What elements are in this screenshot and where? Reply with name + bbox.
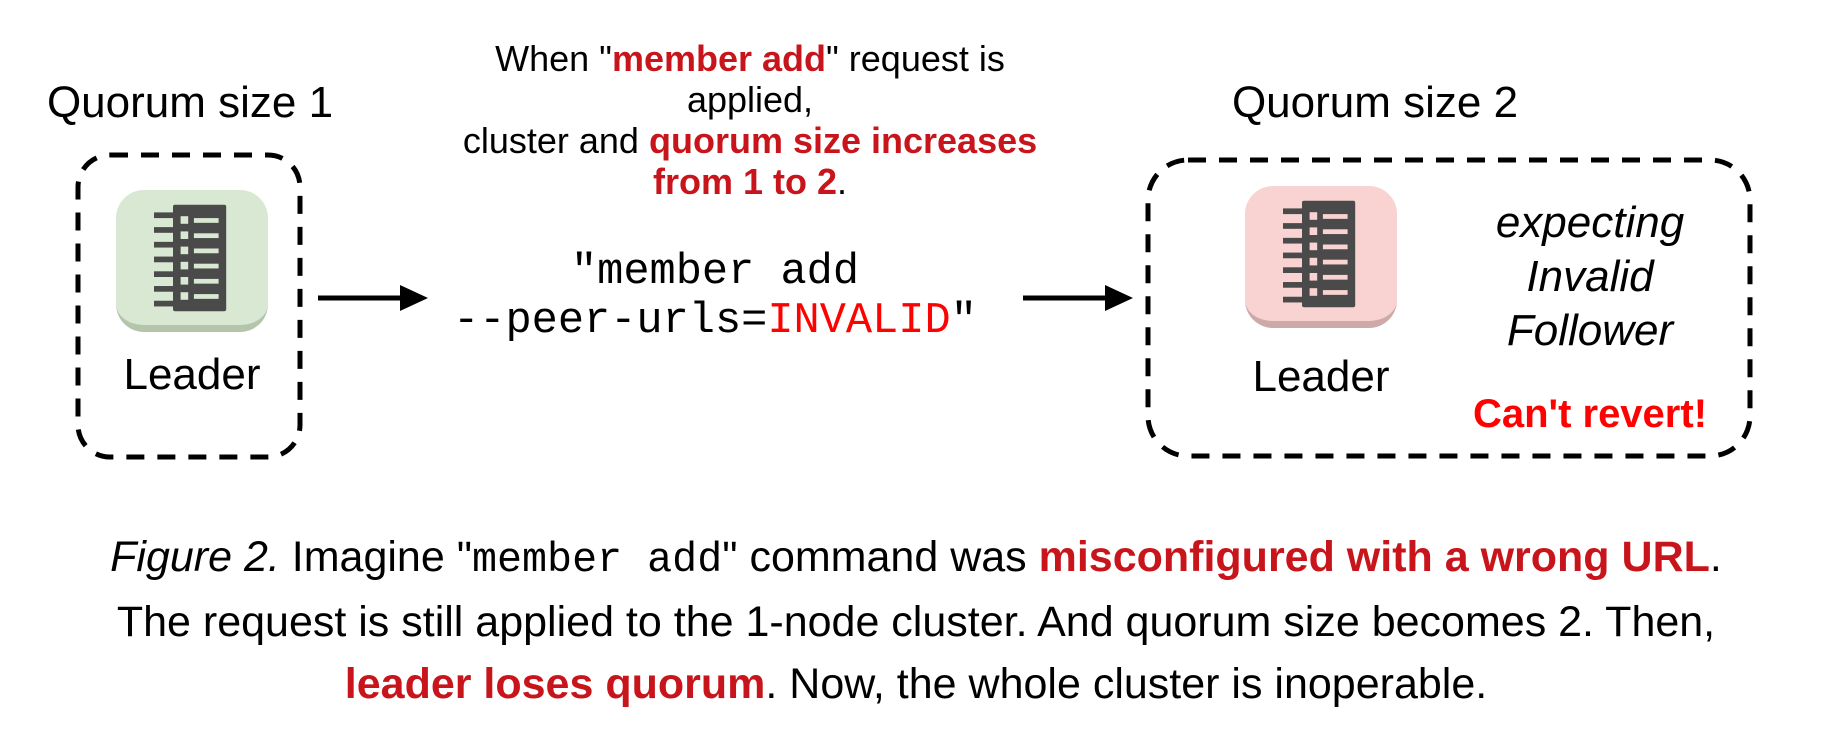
left-cluster-heading: Quorum size 1 (46, 78, 334, 127)
member-add-note: When "member add" request is applied,clu… (462, 38, 1038, 202)
right-cluster-box (1145, 157, 1753, 459)
leader-node-icon (1245, 186, 1397, 328)
log-notebook-icon (154, 204, 227, 311)
arrow-right-icon (318, 285, 428, 311)
cant-revert-warning: Can't revert! (1472, 392, 1708, 436)
arrow-right-icon (1023, 285, 1133, 311)
left-cluster-box (75, 152, 303, 460)
leader-label: Leader (1252, 352, 1390, 401)
log-notebook-icon (1283, 200, 1356, 307)
figure-caption: Figure 2. Imagine "member add" command w… (110, 533, 1722, 708)
right-cluster-heading: Quorum size 2 (1231, 78, 1519, 127)
leader-label: Leader (123, 350, 261, 399)
leader-node-icon (116, 190, 268, 332)
member-add-command: "member add--peer-urls=INVALID" (453, 248, 977, 346)
